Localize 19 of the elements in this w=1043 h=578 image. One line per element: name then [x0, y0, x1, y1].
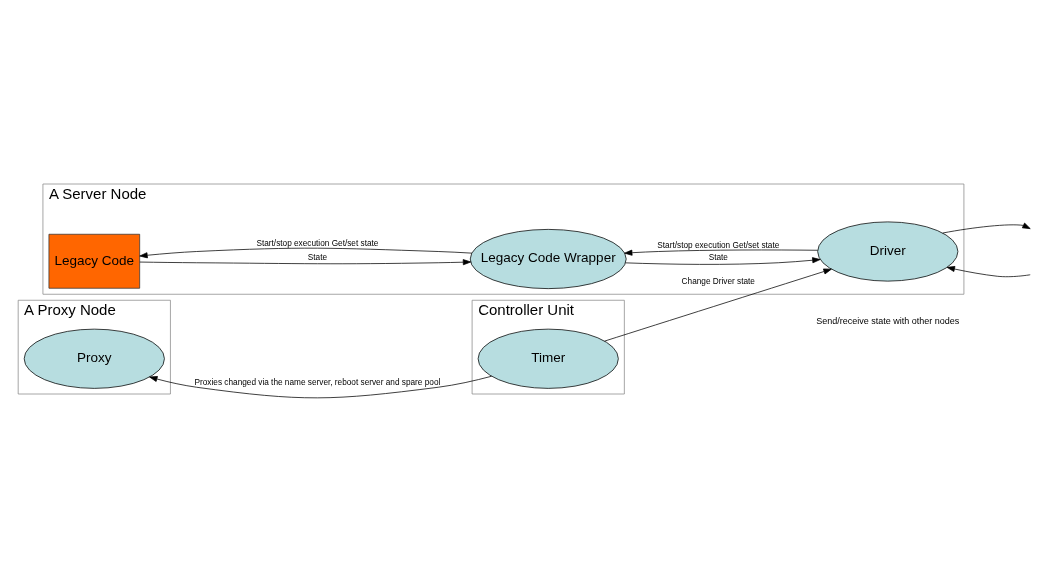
node-ellipse: Proxy	[23, 328, 165, 389]
node-box: Legacy Code	[48, 233, 141, 289]
edge-label: Start/stop execution Get/set state	[657, 240, 780, 250]
label: Send/receive state with other nodes	[816, 316, 960, 327]
arrow	[942, 222, 1031, 234]
arrow	[946, 266, 1031, 278]
node-ellipse: Timer	[477, 328, 619, 389]
edge-label: Proxies changed via the name server, reboot server and spare pool	[194, 377, 441, 387]
arrow	[139, 259, 472, 266]
arrow	[625, 257, 821, 265]
arrow	[139, 247, 473, 259]
edge-label: State	[307, 253, 328, 263]
arrow	[604, 268, 832, 342]
arrow	[624, 249, 819, 256]
edge-label: State	[708, 253, 728, 263]
edge-label: Start/stop execution Get/set state	[256, 239, 379, 249]
edge-label: Change Driver state	[681, 277, 755, 287]
node-ellipse: Legacy Code Wrapper	[469, 229, 627, 289]
arrow	[149, 375, 492, 399]
